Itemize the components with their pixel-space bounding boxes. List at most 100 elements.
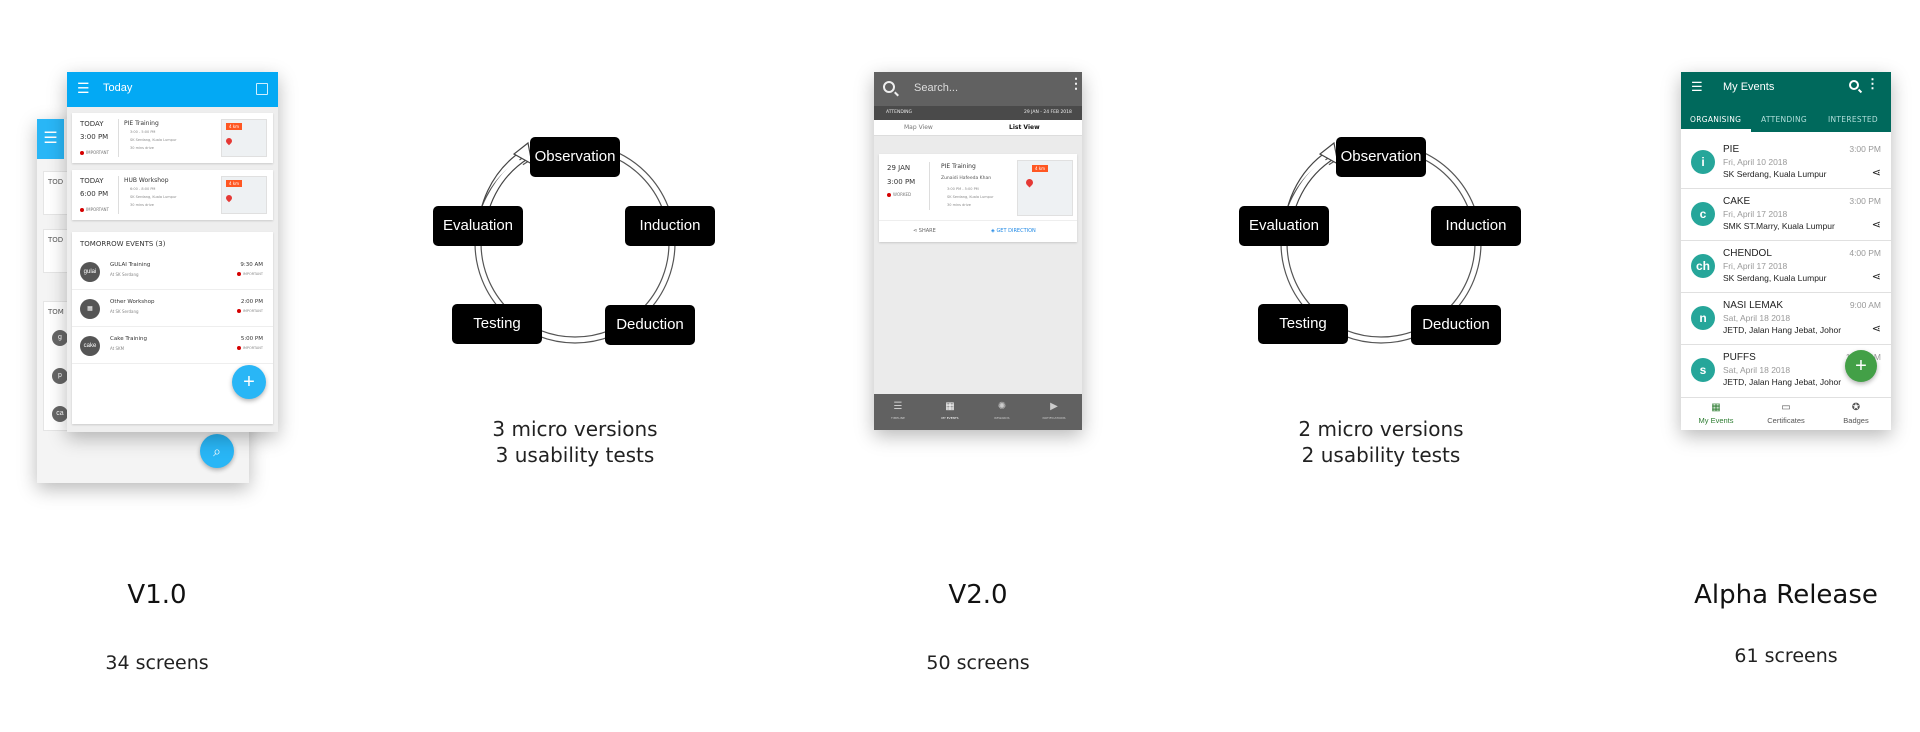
- importance-label: IMPORTANT: [80, 150, 109, 155]
- event-name: CHENDOL: [1723, 248, 1772, 259]
- event-day: TODAY: [80, 177, 104, 185]
- event-date: Sat, April 18 2018: [1723, 313, 1791, 323]
- share-icon[interactable]: ⋖: [1871, 323, 1881, 335]
- map-pin-icon: [224, 193, 234, 203]
- importance-label: IMPORTANT: [237, 272, 263, 276]
- cycle-node-deduction: Deduction: [605, 305, 695, 345]
- map-thumbnail[interactable]: 4 km: [221, 176, 267, 214]
- event-time: 3:00 PM: [887, 178, 916, 186]
- event-time: 5:00 PM: [240, 336, 263, 342]
- menu-icon[interactable]: ☰: [1691, 79, 1703, 94]
- list-view-tab[interactable]: List View: [1009, 124, 1040, 131]
- add-event-button[interactable]: +: [1845, 350, 1877, 382]
- nav-rewards[interactable]: ✺REWARDS: [982, 400, 1022, 420]
- nav-timeline[interactable]: ☰TIMELINE: [878, 400, 918, 420]
- event-time: 9:30 AM: [240, 262, 263, 268]
- importance-label: IMPORTANT: [80, 207, 109, 212]
- screen-count: 61 screens: [1734, 645, 1838, 667]
- event-card[interactable]: TODAY 6:00 PM IMPORTANT HUB Workshop 6:0…: [72, 170, 273, 220]
- menu-icon[interactable]: ☰: [77, 80, 90, 96]
- distance-badge: 4 km: [1032, 165, 1049, 172]
- timeline-icon: ☰: [893, 401, 903, 412]
- calendar-icon: ▦: [1711, 402, 1721, 413]
- cycle-node-induction: Induction: [1431, 206, 1521, 246]
- map-thumbnail[interactable]: 4 km: [1017, 160, 1073, 216]
- event-name: HUB Workshop: [124, 177, 169, 184]
- event-meta: SK Serdang, Kuala Lumpur: [130, 138, 177, 142]
- event-date: Fri, April 10 2018: [1723, 157, 1788, 167]
- list-item[interactable]: n NASI LEMAK Sat, April 18 2018 JETD, Ja…: [1681, 294, 1891, 345]
- search-icon: [883, 81, 895, 93]
- tab-interested[interactable]: INTERESTED: [1828, 115, 1878, 124]
- caption-line: 3 usability tests: [495, 443, 655, 467]
- list-item[interactable]: s PUFFS Sat, April 18 2018 JETD, Jalan H…: [1681, 346, 1891, 397]
- search-icon: ⌕: [213, 443, 221, 459]
- nav-my-events[interactable]: ▦My Events: [1681, 402, 1751, 425]
- nav-label: REWARDS: [994, 416, 1010, 420]
- event-name: Cake Training: [110, 336, 148, 342]
- nav-my-events[interactable]: ▦MY EVENTS: [930, 400, 970, 420]
- more-vert-icon[interactable]: ⋮: [1866, 76, 1879, 91]
- list-item[interactable]: c CAKE Fri, April 17 2018 SMK ST.Marry, …: [1681, 190, 1891, 241]
- caption-line: 2 usability tests: [1301, 443, 1461, 467]
- filter-attending[interactable]: ATTENDING: [886, 110, 913, 115]
- search-icon[interactable]: [1849, 80, 1859, 90]
- list-item[interactable]: cake Cake Training At SKM 5:00 PM IMPORT…: [72, 328, 273, 364]
- nav-certificates[interactable]: ▭Certificates: [1751, 402, 1821, 425]
- importance-label: IMPORTANT: [237, 346, 263, 350]
- calendar-icon: ▦: [945, 401, 955, 412]
- get-direction-button[interactable]: ◈ GET DIRECTION: [991, 228, 1036, 234]
- tab-organising[interactable]: ORGANISING: [1690, 115, 1742, 124]
- cycle-diagram: Observation Induction Deduction Testing …: [1231, 120, 1531, 360]
- plus-icon: +: [1855, 355, 1867, 377]
- event-name: PIE Training: [124, 120, 159, 127]
- event-date: Sat, April 18 2018: [1723, 365, 1791, 375]
- cycle-node-observation: Observation: [1336, 137, 1426, 177]
- filter-date-range[interactable]: 29 JAN - 24 FEB 2018: [1024, 110, 1072, 115]
- map-thumbnail[interactable]: 4 km: [221, 119, 267, 157]
- map-view-tab[interactable]: Map View: [904, 124, 933, 131]
- event-location: JETD, Jalan Hang Jebat, Johor: [1723, 377, 1842, 387]
- event-card[interactable]: 29 JAN 3:00 PM WORKED PIE Training Zunai…: [879, 154, 1077, 242]
- cycle-node-evaluation: Evaluation: [1239, 206, 1329, 246]
- page-title: Today: [103, 82, 133, 94]
- event-date: 29 JAN: [887, 164, 911, 172]
- nav-notifications[interactable]: ▶NOTIFICATIONS: [1034, 400, 1074, 420]
- search-input[interactable]: Search...: [914, 82, 959, 94]
- share-button[interactable]: ⋖ SHARE: [913, 228, 936, 234]
- list-item[interactable]: gulai GULAI Training At SK Serdang 9:30 …: [72, 254, 273, 290]
- search-fab[interactable]: ⌕: [200, 434, 234, 468]
- event-meta: SK Serdang, Kuala Lumpur: [130, 195, 177, 199]
- event-card[interactable]: TODAY 3:00 PM IMPORTANT PIE Training 3:0…: [72, 113, 273, 163]
- screen-count: 50 screens: [926, 652, 1030, 674]
- event-name: Other Workshop: [110, 299, 155, 305]
- event-avatar-icon: s: [1691, 358, 1715, 382]
- version-label: V2.0: [948, 580, 1008, 610]
- share-icon[interactable]: ⋖: [1871, 271, 1881, 283]
- event-name: NASI LEMAK: [1723, 300, 1784, 311]
- view-toggle: Map View List View: [874, 120, 1082, 136]
- event-time: 4:00 PM: [1849, 248, 1881, 258]
- add-event-button[interactable]: +: [232, 365, 266, 399]
- caption-line: 3 micro versions: [492, 417, 658, 441]
- back-row-label: TOM: [48, 308, 64, 316]
- map-pin-icon: [1024, 177, 1035, 188]
- certificate-icon: ▭: [1781, 402, 1791, 413]
- event-date: Fri, April 17 2018: [1723, 209, 1788, 219]
- list-item[interactable]: ▦ Other Workshop At SK Serdang 2:00 PM I…: [72, 291, 273, 327]
- list-item[interactable]: i PIE Fri, April 10 2018 SK Serdang, Kua…: [1681, 138, 1891, 189]
- nav-badges[interactable]: ✪Badges: [1821, 402, 1891, 425]
- event-avatar-icon: n: [1691, 306, 1715, 330]
- search-bar[interactable]: Search... ⋮: [874, 72, 1083, 106]
- calendar-icon[interactable]: [256, 83, 268, 95]
- event-time: 6:00 PM: [80, 190, 109, 198]
- list-item[interactable]: ch CHENDOL Fri, April 17 2018 SK Serdang…: [1681, 242, 1891, 293]
- tab-indicator: [1681, 129, 1751, 132]
- share-icon[interactable]: ⋖: [1871, 219, 1881, 231]
- event-date: Fri, April 17 2018: [1723, 261, 1788, 271]
- cycle-caption: 2 micro versions 2 usability tests: [1231, 416, 1531, 468]
- tab-attending[interactable]: ATTENDING: [1761, 115, 1808, 124]
- more-vert-icon[interactable]: ⋮: [1069, 75, 1083, 91]
- share-icon[interactable]: ⋖: [1871, 167, 1881, 179]
- share-label: SHARE: [918, 228, 936, 234]
